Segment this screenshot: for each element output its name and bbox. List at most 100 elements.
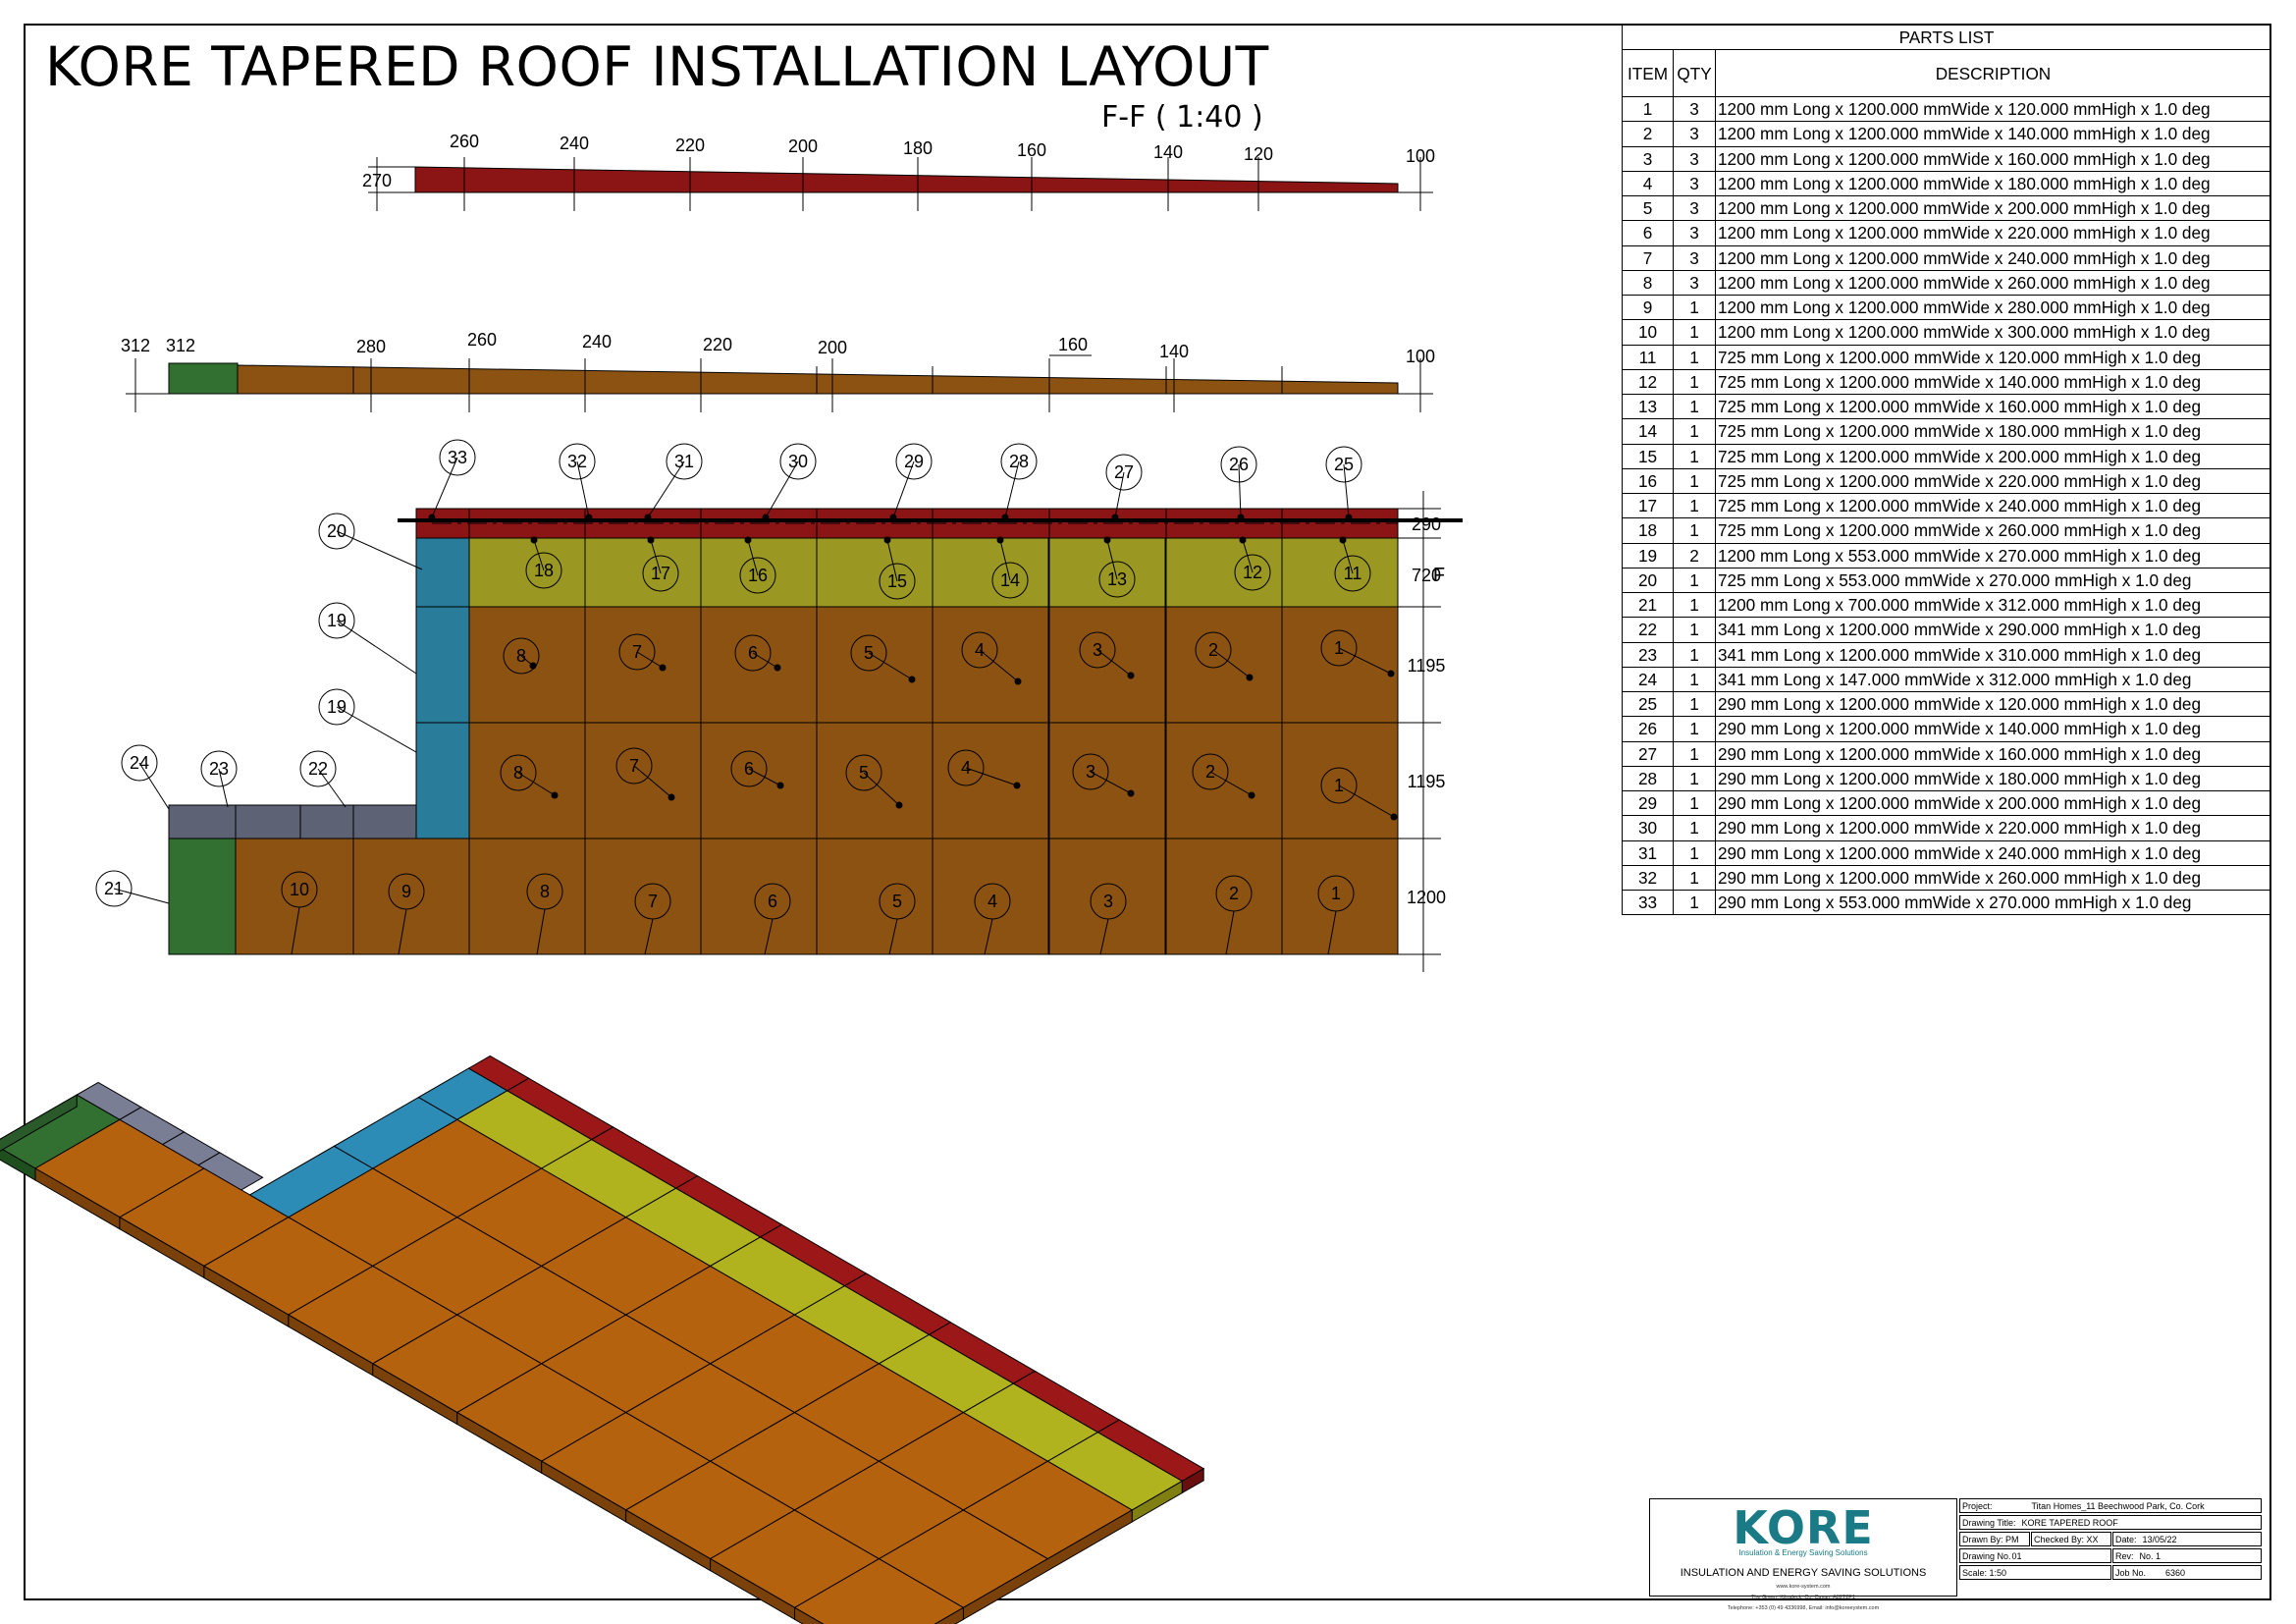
- kore-logo: KORE: [1733, 1501, 1874, 1554]
- leader-dot: [428, 514, 436, 521]
- leader-dot: [1339, 536, 1347, 544]
- plan-orange-cell: [700, 838, 818, 955]
- plan-balloon-side-label: 23: [209, 759, 229, 779]
- leader-line: [398, 908, 407, 955]
- plan-balloon-side-label: 24: [130, 753, 149, 773]
- plan-balloon-row-c-label: 4: [988, 892, 997, 911]
- leader-dot: [762, 514, 770, 521]
- leader-dot: [1246, 674, 1254, 681]
- section-2-dim-label: 260: [467, 330, 497, 350]
- plan-balloon-row-a: [1320, 629, 1358, 667]
- plan-blue-cell: [415, 722, 470, 839]
- plan-balloon-yellow: [525, 552, 562, 589]
- part-description: 725 mm Long x 1200.000 mmWide x 180.000 …: [1715, 418, 2271, 445]
- plan-balloon-top-label: 27: [1114, 462, 1134, 482]
- section-1-strip: [414, 166, 1399, 193]
- leader-line: [1209, 771, 1253, 796]
- leader-line: [1225, 910, 1235, 955]
- part-item: 17: [1622, 492, 1674, 519]
- leader-line: [1106, 539, 1118, 580]
- section-2-dim-label: 100: [1406, 347, 1435, 366]
- plan-orange-cell: [468, 722, 586, 839]
- leader-line: [517, 772, 556, 796]
- part-description: 1200 mm Long x 1200.000 mmWide x 160.000…: [1715, 145, 2271, 172]
- part-item: 20: [1622, 567, 1674, 594]
- plan-balloon-row-c-label: 5: [892, 892, 902, 911]
- leader-dot: [1111, 514, 1119, 521]
- iso-end: [1181, 1467, 1204, 1494]
- plan-balloon-side-label: 19: [327, 611, 347, 630]
- plan-balloon-yellow: [1234, 554, 1271, 591]
- leader-dot: [744, 536, 752, 544]
- plan-balloon-side-label: 22: [308, 759, 328, 779]
- leader-line: [892, 460, 915, 518]
- plan-balloon-row-b: [615, 747, 653, 785]
- plan-balloon-row-a: [1195, 631, 1232, 669]
- part-description: 1200 mm Long x 1200.000 mmWide x 200.000…: [1715, 194, 2271, 222]
- leader-dot: [776, 782, 784, 789]
- part-description: 1200 mm Long x 1200.000 mmWide x 180.000…: [1715, 170, 2271, 197]
- plan-blue-cell: [415, 537, 470, 608]
- part-item: 19: [1622, 542, 1674, 568]
- iso-red-cell: [467, 1055, 530, 1092]
- plan-balloon-top: [895, 443, 933, 480]
- leader-dot: [1013, 782, 1021, 789]
- part-description: 725 mm Long x 553.000 mmWide x 270.000 m…: [1715, 567, 2271, 594]
- rev-value: No. 1: [2139, 1551, 2162, 1561]
- company-address: The Green, Kilnaleck, Co. Cavan, A82T2P1: [1750, 1595, 1856, 1600]
- part-description: 290 mm Long x 1200.000 mmWide x 240.000 …: [1715, 839, 2271, 866]
- part-qty: 1: [1673, 443, 1716, 469]
- plan-balloon-yellow: [991, 562, 1029, 599]
- iso-grey-cell: [197, 1152, 264, 1191]
- part-qty: 1: [1673, 517, 1716, 544]
- leader-line: [636, 651, 664, 669]
- plan-balloon-row-b-label: 8: [513, 763, 523, 783]
- section-1-dim-label: 240: [560, 134, 589, 153]
- part-description: 725 mm Long x 1200.000 mmWide x 120.000 …: [1715, 344, 2271, 370]
- plan-balloon-side-label: 20: [327, 521, 347, 541]
- part-qty: 1: [1673, 716, 1716, 742]
- part-item: 33: [1622, 889, 1674, 916]
- part-qty: 1: [1673, 368, 1716, 396]
- part-item: 10: [1622, 319, 1674, 346]
- plan-yellow-cell: [816, 537, 934, 608]
- date-cell: Date:13/05/22: [2112, 1532, 2262, 1546]
- part-description: 725 mm Long x 1200.000 mmWide x 140.000 …: [1715, 368, 2271, 396]
- part-item: 25: [1622, 690, 1674, 718]
- plan-row-dim: 290: [1412, 514, 1441, 534]
- leader-line: [1099, 918, 1109, 955]
- plan-orange-cell: [700, 722, 818, 839]
- plan-balloon-row-b-label: 7: [629, 756, 639, 776]
- plan-yellow-cell: [468, 537, 586, 608]
- project-value: Titan Homes_11 Beechwood Park, Co. Cork: [2031, 1501, 2205, 1511]
- plan-row-dim: 720: [1412, 566, 1441, 585]
- leader-dot: [530, 536, 538, 544]
- plan-orange-cell: [1281, 722, 1399, 839]
- part-qty: 1: [1673, 319, 1716, 346]
- leader-line: [868, 652, 913, 680]
- plan-orange-cell: [1281, 606, 1399, 724]
- part-qty: 1: [1673, 690, 1716, 718]
- leader-dot: [647, 536, 655, 544]
- plan-balloon-top-label: 28: [1009, 452, 1029, 471]
- leader-dot: [895, 801, 903, 809]
- drawing-title-cell: Drawing Title:KORE TAPERED ROOF: [1959, 1515, 2262, 1530]
- plan-balloon-row-c-label: 9: [401, 882, 411, 901]
- isometric-view: [0, 1055, 1205, 1624]
- plan-orange-cell: [932, 722, 1049, 839]
- leader-dot: [1014, 677, 1022, 685]
- plan-balloon-row-a: [850, 634, 887, 672]
- leader-dot: [908, 676, 916, 683]
- plan-balloon-row-b: [500, 754, 537, 791]
- plan-orange-cell: [1165, 722, 1283, 839]
- leader-dot: [1237, 514, 1245, 521]
- plan-blue-cell: [415, 606, 470, 724]
